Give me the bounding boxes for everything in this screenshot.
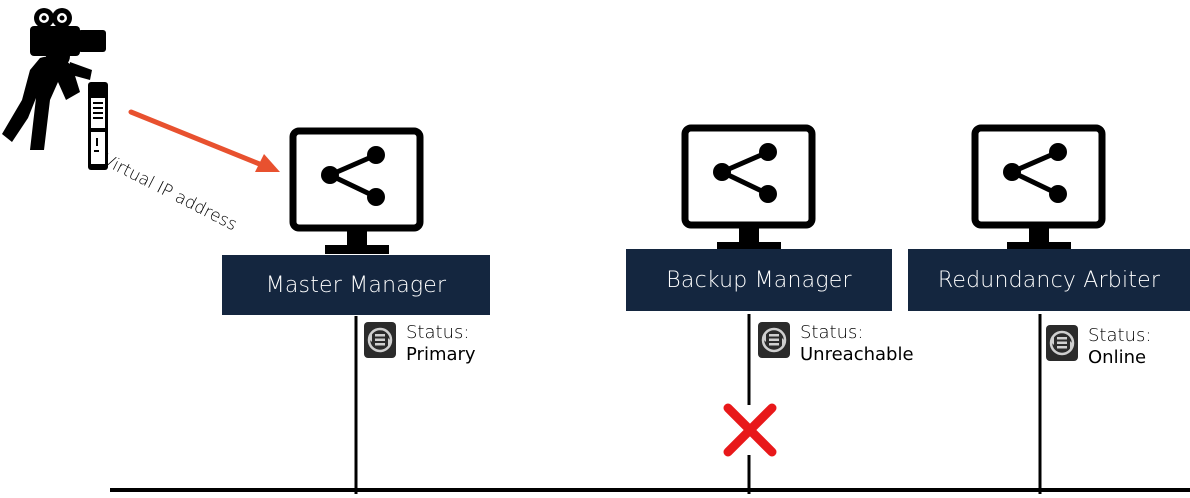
backup-manager-label: Backup Manager [626, 249, 892, 311]
share-icon [1003, 143, 1067, 203]
master-status-value: Primary [406, 344, 476, 365]
redundancy-sync-icon [1046, 325, 1078, 361]
red-x-icon [723, 403, 777, 457]
master-status-label: Status: [406, 322, 470, 343]
share-icon [713, 143, 777, 203]
arbiter-status: Status: Online [1046, 325, 1151, 369]
gateway-device-icon [88, 82, 108, 170]
backup-status-value: Unreachable [800, 344, 914, 365]
photographer-with-camera-icon [2, 8, 106, 151]
master-manager-label: Master Manager [222, 255, 490, 315]
virtual-ip-arrow [128, 109, 280, 172]
redundancy-arbiter-label: Redundancy Arbiter [908, 249, 1190, 311]
arbiter-monitor-icon [971, 124, 1106, 251]
backup-status-label: Status: [800, 322, 864, 343]
share-icon [321, 146, 385, 206]
master-monitor-icon [289, 127, 424, 254]
redundancy-sync-icon [364, 322, 396, 358]
master-status: Status: Primary [364, 322, 476, 366]
redundancy-sync-icon [758, 322, 790, 358]
backup-monitor-icon [681, 124, 816, 251]
arbiter-status-label: Status: [1088, 325, 1152, 346]
arbiter-status-value: Online [1088, 347, 1147, 368]
backup-status: Status: Unreachable [758, 322, 914, 366]
